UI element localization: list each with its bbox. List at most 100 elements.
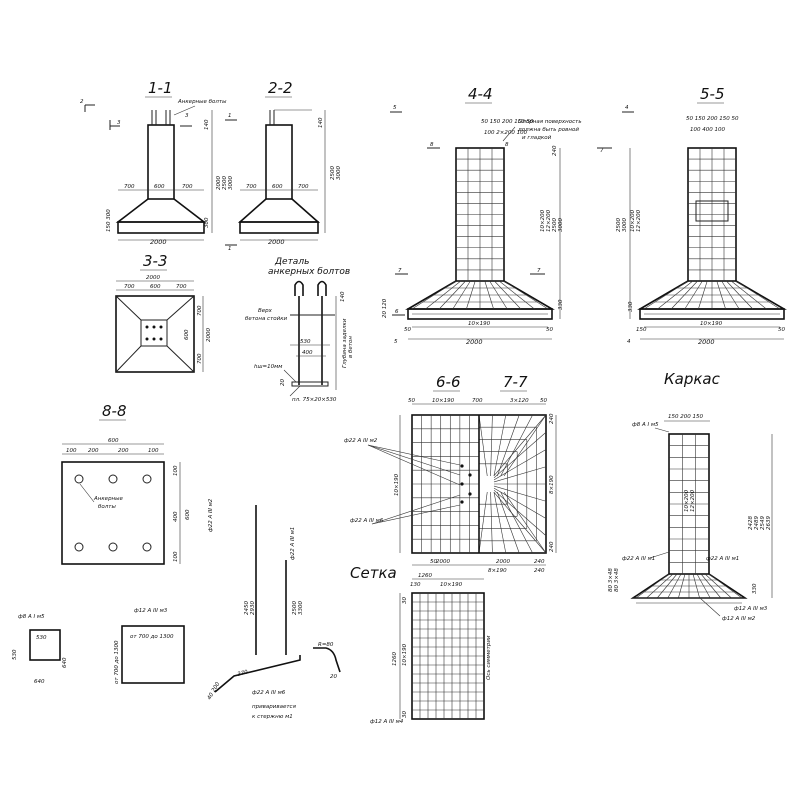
rebar-line xyxy=(497,491,520,554)
rebar-line xyxy=(493,492,547,554)
svg-text:2489: 2489 xyxy=(754,516,760,530)
svg-text:2000: 2000 xyxy=(466,338,483,346)
svg-text:2000: 2000 xyxy=(436,559,450,565)
svg-text:пл. 75×20×530: пл. 75×20×530 xyxy=(292,397,337,403)
svg-text:бетона стойки: бетона стойки xyxy=(245,316,288,322)
svg-text:700: 700 xyxy=(182,184,193,190)
svg-text:3000: 3000 xyxy=(228,176,234,190)
svg-text:200: 200 xyxy=(118,448,129,454)
rebar-line xyxy=(478,491,488,554)
section-3-3: 3-3 2000 700 600 700 700 2000 700 600 xyxy=(115,252,212,373)
section-6-6-title: 6-6 xyxy=(436,373,461,391)
svg-text:330: 330 xyxy=(752,583,758,594)
rebar-line xyxy=(493,487,547,519)
svg-text:240: 240 xyxy=(549,413,555,424)
section-1-1-title: 1-1 xyxy=(148,79,173,97)
rebar-line xyxy=(493,414,507,477)
svg-text:600: 600 xyxy=(154,184,165,190)
svg-text:700: 700 xyxy=(246,184,257,190)
svg-text:2000: 2000 xyxy=(496,559,510,565)
rebar-line xyxy=(493,491,507,554)
svg-text:ф22 А III м6: ф22 А III м6 xyxy=(350,518,384,524)
svg-text:ф22 А III м1: ф22 А III м1 xyxy=(290,527,296,560)
section-7-7-title: 7-7 xyxy=(503,373,528,391)
svg-text:2: 2 xyxy=(80,99,84,105)
svg-text:2500: 2500 xyxy=(222,176,228,190)
svg-text:640: 640 xyxy=(62,657,68,668)
svg-text:8×190: 8×190 xyxy=(549,475,555,494)
svg-text:8: 8 xyxy=(430,142,434,148)
rebar-line xyxy=(490,414,493,477)
anchor-bolts-label-1: Анкерные болты xyxy=(177,99,227,105)
svg-text:640: 640 xyxy=(34,679,45,685)
detail-anchor-bolts: Деталь анкерных болтов Верх бетона стойк… xyxy=(245,257,354,403)
svg-text:2000: 2000 xyxy=(698,338,715,346)
svg-text:50 150 200 150 50: 50 150 200 150 50 xyxy=(686,116,739,122)
svg-text:Анкерные: Анкерные xyxy=(93,496,123,502)
svg-text:700: 700 xyxy=(298,184,309,190)
bars-m1-m2-m6: ф22 А III м2 ф22 А III м1 2450 2930 2500… xyxy=(207,498,341,720)
svg-text:ф22 А III м2: ф22 А III м2 xyxy=(344,438,378,444)
section-6-6-7-7: 6-6 7-7 50 10×190 700 3×120 50 2000 2000… xyxy=(344,373,557,574)
svg-text:2500: 2500 xyxy=(616,218,622,232)
svg-text:10×190: 10×190 xyxy=(440,582,463,588)
svg-text:20: 20 xyxy=(330,674,337,680)
svg-text:2000: 2000 xyxy=(146,275,160,281)
rebar-dot xyxy=(460,482,464,486)
svg-text:150: 150 xyxy=(636,327,647,333)
svg-text:240: 240 xyxy=(549,541,555,552)
anchor-bolt-hole xyxy=(108,542,118,552)
svg-text:1260: 1260 xyxy=(392,652,398,666)
svg-text:3000: 3000 xyxy=(622,218,628,232)
bar-m3: ф12 А III м3 от 700 до 1300 от 700 до 13… xyxy=(114,608,185,684)
rebar-line xyxy=(493,466,547,483)
section-2-2: 2-2 1 2000 700 600 700 2500 3000 140 1 xyxy=(225,79,342,252)
rebar-line xyxy=(497,414,520,477)
section-8-8-title: 8-8 xyxy=(102,402,127,420)
svg-text:10×190: 10×190 xyxy=(468,321,491,327)
svg-text:700: 700 xyxy=(472,398,483,404)
section-2-2-title: 2-2 xyxy=(268,79,293,97)
rebar-line xyxy=(500,491,533,554)
svg-text:7: 7 xyxy=(537,268,541,274)
svg-text:ф8 А I м5: ф8 А I м5 xyxy=(632,422,659,428)
svg-text:200: 200 xyxy=(88,448,99,454)
rebar-line xyxy=(500,414,533,477)
svg-text:ф22 А III м6: ф22 А III м6 xyxy=(252,690,286,696)
section-4-4-title: 4-4 xyxy=(468,85,493,103)
svg-text:2000: 2000 xyxy=(268,238,285,246)
svg-text:10×190: 10×190 xyxy=(432,398,455,404)
section-4-4: 4-4 5 50 150 200 150 50 100 2×200 100 Оп… xyxy=(382,85,582,346)
svg-text:2500: 2500 xyxy=(330,166,336,180)
rebar-dot xyxy=(468,492,472,496)
svg-text:50: 50 xyxy=(404,327,411,333)
svg-text:130: 130 xyxy=(410,582,421,588)
svg-text:ф12 А III м2: ф12 А III м2 xyxy=(722,616,756,622)
svg-text:3: 3 xyxy=(117,120,121,126)
svg-text:2000: 2000 xyxy=(206,328,212,342)
svg-text:ф12 А III м4: ф12 А III м4 xyxy=(370,719,404,725)
svg-text:50: 50 xyxy=(778,327,785,333)
svg-text:4: 4 xyxy=(627,339,631,345)
karkas: Каркас 150 200 150 ф8 А I м5 10×200 12×2… xyxy=(608,370,773,622)
anchor-bolt-hole xyxy=(142,474,152,484)
svg-text:600: 600 xyxy=(185,509,191,520)
svg-text:Ось симметрии: Ось симметрии xyxy=(486,635,492,680)
svg-text:2639: 2639 xyxy=(766,516,772,530)
svg-text:20: 20 xyxy=(280,379,286,386)
svg-text:R=80: R=80 xyxy=(318,642,334,648)
svg-text:5: 5 xyxy=(394,339,398,345)
svg-text:2500: 2500 xyxy=(552,218,558,232)
rebar-line xyxy=(503,491,547,554)
svg-text:8: 8 xyxy=(505,142,509,148)
rebar-line xyxy=(503,414,547,477)
svg-text:50 150 200 150 50: 50 150 200 150 50 xyxy=(481,119,534,125)
setka-title: Сетка xyxy=(350,564,397,582)
anchor-bolt-hole xyxy=(108,474,118,484)
svg-text:ф8 А I м5: ф8 А I м5 xyxy=(18,614,45,620)
svg-text:Опорная поверхность: Опорная поверхность xyxy=(518,119,582,125)
svg-text:5: 5 xyxy=(393,105,397,111)
section-5-5: 5-5 4 50 150 200 150 50 100 400 100 7 15… xyxy=(597,85,787,346)
svg-text:150 300: 150 300 xyxy=(106,209,112,232)
